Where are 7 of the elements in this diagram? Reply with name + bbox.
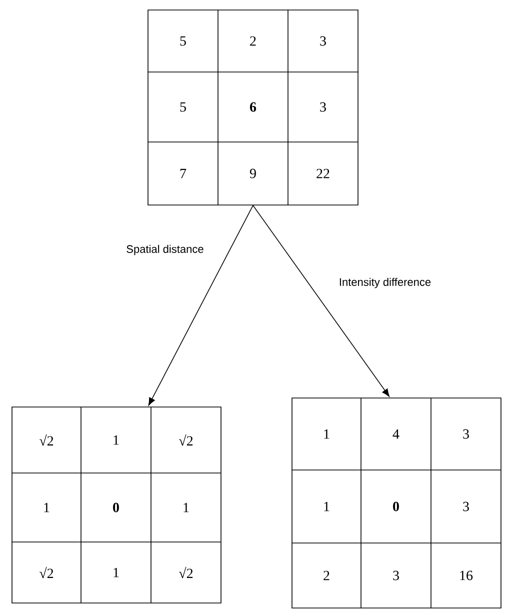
arrow (252, 205, 390, 397)
edge-label: Spatial distance (126, 244, 204, 256)
arrow (148, 205, 254, 406)
edge-label: Intensity difference (340, 278, 431, 288)
number-grid: 5 2 3 5 6 3 7 9 22 (148, 10, 358, 206)
number-grid: √2 1 √2 1 0 1 √2 1 √2 (12, 406, 222, 604)
number-grid: 1 4 3 1 0 3 2 3 16 (292, 398, 502, 608)
